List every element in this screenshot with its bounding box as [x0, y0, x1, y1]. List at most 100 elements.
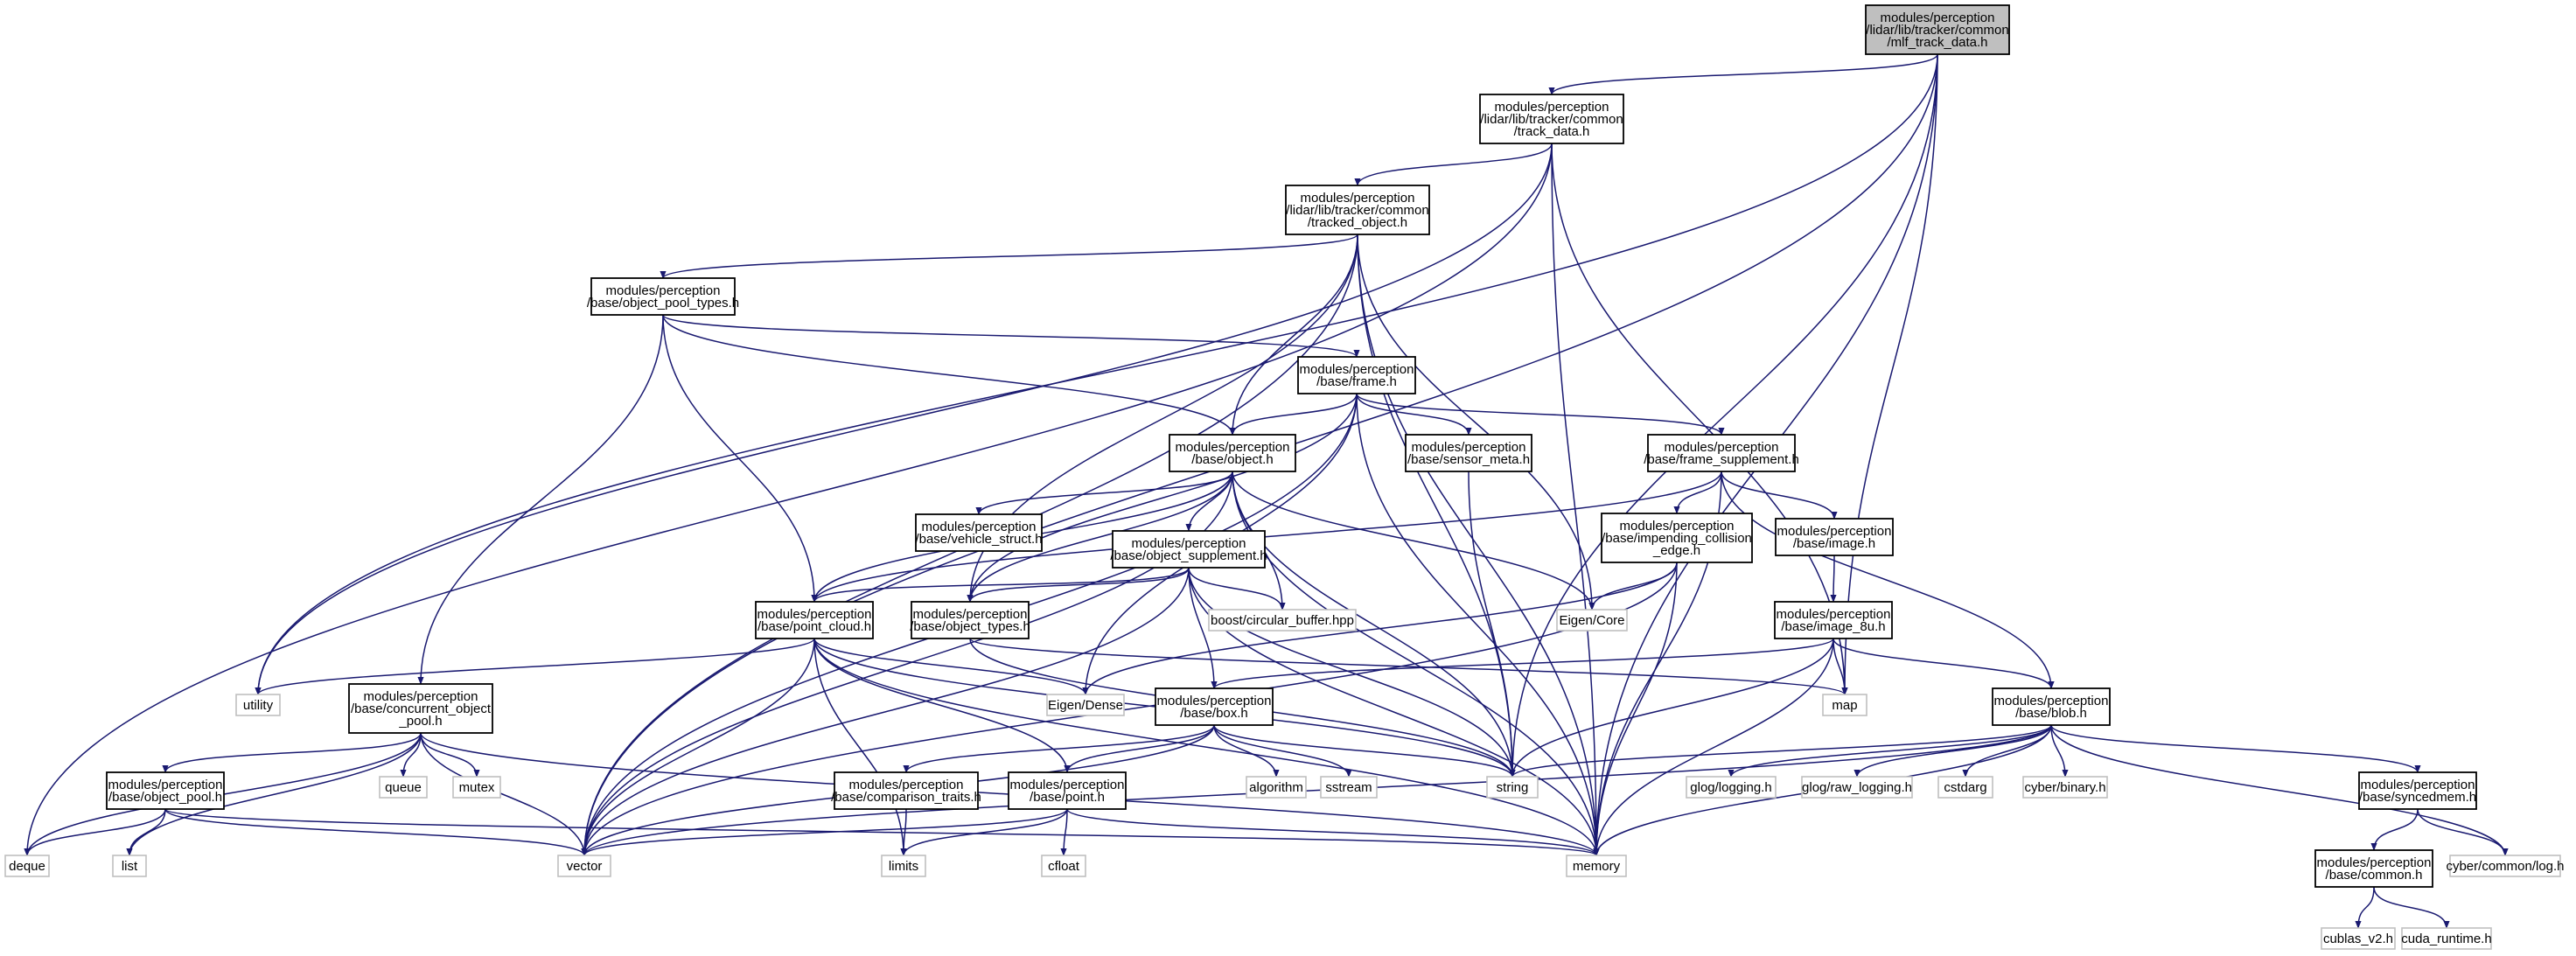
edge-box-to-sstream: [1213, 724, 1352, 778]
node-image[interactable]: modules/perception/base/image.h: [1775, 518, 1894, 556]
edge-object_pool-to-list: [126, 808, 166, 856]
node-syncedmem[interactable]: modules/perception/base/syncedmem.h: [2358, 771, 2477, 810]
node-object-supplement[interactable]: modules/perception/base/object_supplemen…: [1110, 530, 1267, 569]
edge-point-to-cfloat: [1060, 808, 1068, 856]
node-label-line: modules/perception: [913, 607, 1028, 622]
node-box: [2358, 771, 2477, 810]
node-label-line: /track_data.h: [1514, 124, 1590, 139]
node-label-line: mutex: [459, 780, 495, 795]
node-label-line: queue: [385, 780, 422, 795]
edge-object_pool_types-to-object: [662, 314, 1236, 436]
edge-point-to-vector: [581, 808, 1068, 856]
edge-object_supplement-to-vector: [581, 567, 1190, 856]
edge-point_cloud-to-utility: [255, 638, 815, 695]
node-box: [1686, 776, 1777, 799]
node-cyber-binary: cyber/binary.h: [2022, 776, 2108, 799]
node-box: [834, 771, 979, 810]
node-box: [1479, 94, 1624, 144]
node-vector: vector: [557, 855, 611, 877]
node-label-line: /lidar/lib/tracker/common: [1480, 112, 1623, 127]
node-label-line: cuda_runtime.h: [2401, 932, 2491, 946]
node-object-pool-types[interactable]: modules/perception/base/object_pool_type…: [587, 277, 739, 316]
node-label-line: map: [1832, 698, 1857, 713]
node-box: [1008, 771, 1127, 810]
node-track-data[interactable]: modules/perception/lidar/lib/tracker/com…: [1479, 94, 1624, 144]
edge-box-to-string: [1213, 724, 1516, 778]
node-vehicle-struct[interactable]: modules/perception/base/vehicle_struct.h: [915, 513, 1043, 552]
node-object-pool[interactable]: modules/perception/base/object_pool.h: [106, 771, 225, 810]
node-label-line: cyber/common/log.h: [2446, 859, 2564, 874]
node-label-line: modules/perception: [2317, 855, 2432, 870]
node-concurrent-pool[interactable]: modules/perception/base/concurrent_objec…: [348, 683, 493, 734]
node-object-types[interactable]: modules/perception/base/object_types.h: [910, 601, 1030, 639]
edge-object_supplement-to-point_cloud: [811, 567, 1190, 603]
node-box: [106, 771, 225, 810]
node-label-line: modules/perception: [1132, 536, 1246, 551]
edge-concurrent_pool-to-queue: [400, 732, 422, 778]
node-label-line: Eigen/Dense: [1048, 698, 1123, 713]
node-label-line: boost/circular_buffer.hpp: [1211, 613, 1354, 628]
node-deque: deque: [4, 855, 50, 877]
edge-object-to-string: [1232, 471, 1516, 778]
node-queue: queue: [379, 776, 428, 799]
node-limits: limits: [881, 855, 926, 877]
node-impending[interactable]: modules/perception/base/impending_collis…: [1601, 513, 1753, 563]
node-tracked-object[interactable]: modules/perception/lidar/lib/tracker/com…: [1285, 185, 1430, 235]
node-common[interactable]: modules/perception/base/common.h: [2314, 849, 2433, 888]
node-label-line: /base/vehicle_struct.h: [915, 532, 1042, 547]
node-label-line: vector: [567, 859, 603, 874]
node-box: [4, 855, 50, 877]
edge-tracked_object-to-object: [1229, 234, 1358, 436]
node-label-line: /base/impending_collision: [1602, 531, 1752, 546]
node-label-line: /base/object_pool_types.h: [587, 296, 739, 311]
node-label-line: /base/comparison_traits.h: [831, 790, 981, 805]
edge-track_data-to-memory: [1551, 143, 1600, 856]
node-box: [2321, 927, 2396, 950]
node-label-line: modules/perception: [1176, 440, 1290, 455]
node-label-line: memory: [1573, 859, 1621, 874]
node-string: string: [1486, 776, 1539, 799]
node-label-line: /base/syncedmem.h: [2359, 790, 2476, 805]
edge-blob-to-glog_logging: [1728, 724, 2052, 778]
node-box: [1169, 434, 1296, 472]
node-label-line: modules/perception: [1412, 440, 1526, 455]
node-label-line: /base/object_supplement.h: [1110, 548, 1267, 563]
node-box: [1112, 530, 1266, 569]
node-label-line: cyber/binary.h: [2024, 780, 2105, 795]
node-box[interactable]: modules/perception/base/box.h: [1155, 687, 1274, 726]
node-box: [1405, 434, 1532, 472]
node-comparison[interactable]: modules/perception/base/comparison_trait…: [831, 771, 981, 810]
edge-blob-to-syncedmem: [2050, 724, 2421, 773]
edge-tracked_object-to-eigen_core: [1357, 234, 1595, 611]
node-box: [452, 776, 501, 799]
edge-object_supplement-to-object_types: [967, 567, 1190, 603]
node-frame[interactable]: modules/perception/base/frame.h: [1297, 356, 1416, 394]
edge-image_8u-to-map: [1833, 638, 1848, 695]
node-cublas: cublas_v2.h: [2321, 927, 2396, 950]
node-label-line: sstream: [1325, 780, 1372, 795]
edge-point_cloud-to-eigen_dense: [813, 638, 1089, 695]
node-object[interactable]: modules/perception/base/object.h: [1169, 434, 1296, 472]
edge-object-to-object_types: [967, 471, 1233, 603]
edge-point_cloud-to-vector: [581, 638, 815, 856]
node-glog-logging: glog/logging.h: [1686, 776, 1777, 799]
node-frame-supplement[interactable]: modules/perception/base/frame_supplement…: [1644, 434, 1799, 472]
node-blob[interactable]: modules/perception/base/blob.h: [1992, 687, 2111, 726]
node-label-line: modules/perception: [1777, 524, 1892, 539]
node-label-line: modules/perception: [1665, 440, 1779, 455]
node-point-cloud[interactable]: modules/perception/base/point_cloud.h: [755, 601, 874, 639]
edge-track_data-to-tracked_object: [1354, 143, 1553, 186]
node-label-line: _pool.h: [398, 714, 442, 729]
node-image-8u[interactable]: modules/perception/base/image_8u.h: [1774, 601, 1893, 639]
node-mlf[interactable]: modules/perception/lidar/lib/tracker/com…: [1865, 4, 2010, 55]
node-sensor-meta[interactable]: modules/perception/base/sensor_meta.h: [1405, 434, 1532, 472]
edge-box-to-point: [1064, 724, 1215, 773]
node-point[interactable]: modules/perception/base/point.h: [1008, 771, 1127, 810]
edge-box-to-algorithm: [1213, 724, 1280, 778]
node-label-line: algorithm: [1249, 780, 1303, 795]
edge-blob-to-cyber_binary: [2050, 724, 2069, 778]
edge-syncedmem-to-cyber_log: [2417, 808, 2509, 856]
edge-frame-to-sensor_meta: [1356, 393, 1472, 436]
node-label-line: glog/logging.h: [1690, 780, 1771, 795]
edge-syncedmem-to-common: [2370, 808, 2419, 851]
